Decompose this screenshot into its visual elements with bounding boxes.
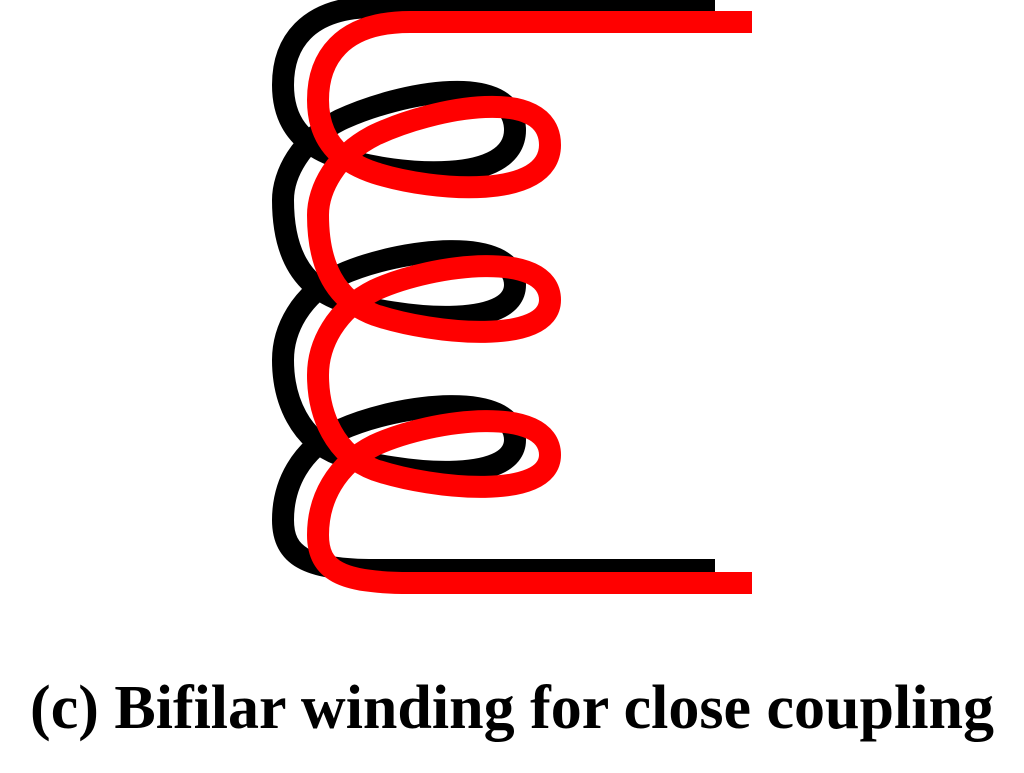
winding-diagram	[272, 0, 752, 594]
figure-caption: (c) Bifilar winding for close coupling	[30, 674, 994, 742]
wire-a-black	[272, 0, 715, 581]
wire-b-red	[307, 11, 752, 594]
